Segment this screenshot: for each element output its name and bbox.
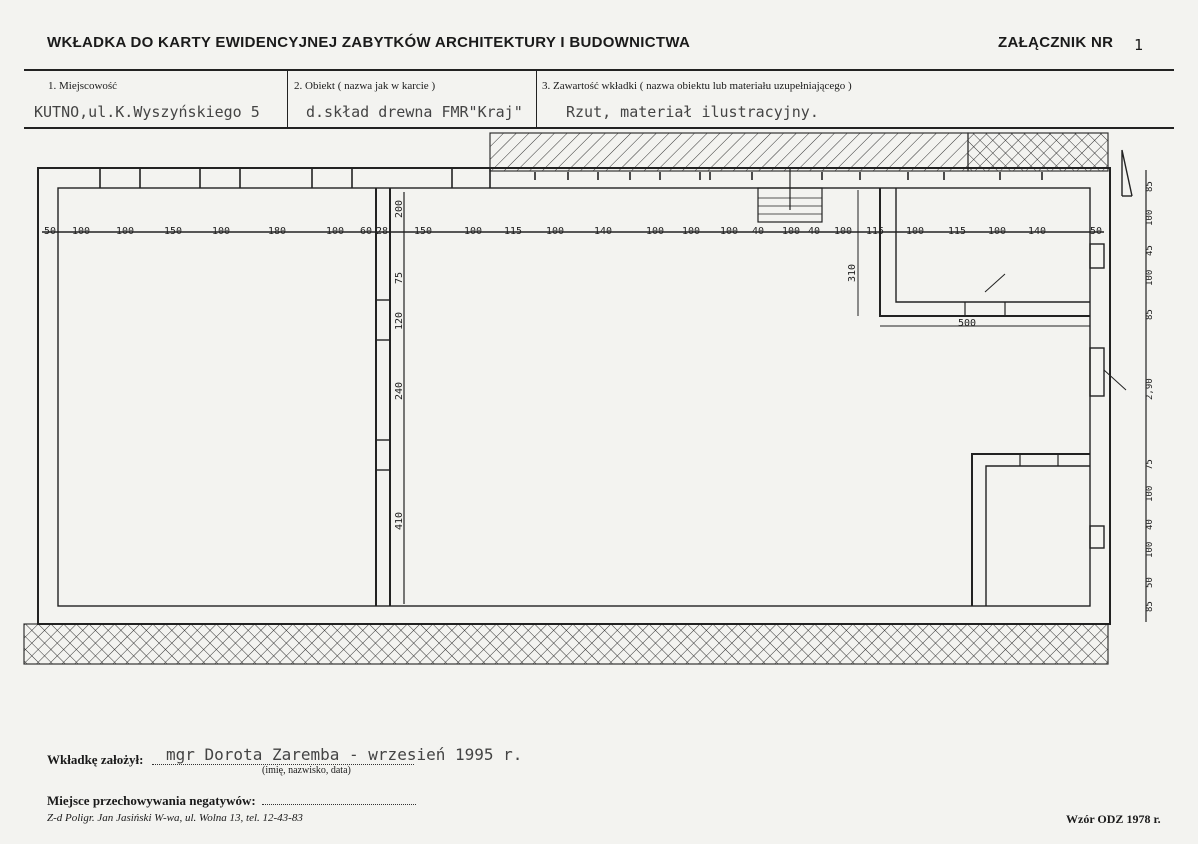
right-dimension-label: 100 [1145, 542, 1155, 558]
top-dimension-label: 40 [808, 226, 820, 237]
room-depth-label: 310 [847, 264, 858, 282]
header-top-rule [24, 69, 1174, 71]
right-dimension-label: 85 [1145, 181, 1155, 192]
top-dimension-label: 115 [504, 226, 522, 237]
top-dimension-label: 150 [414, 226, 432, 237]
top-dimension-labels: 50 100 100 150 100 180 100 60 28 150 100 115 100 140 1… [44, 226, 1102, 237]
top-dimension-label: 100 [906, 226, 924, 237]
negatives-dotted-line [262, 804, 416, 805]
top-windows [99, 168, 1043, 188]
north-arrow-icon [1121, 149, 1133, 197]
right-dimension-label: 75 [1145, 459, 1155, 470]
right-dimension-label: 45 [1145, 245, 1155, 256]
right-dimension-label: 85 [1145, 309, 1155, 320]
right-dimension-labels: 85 100 45 100 85 2,90 75 100 40 100 50 85 [1145, 181, 1155, 612]
middle-dimension-label: 240 [394, 382, 405, 400]
top-dimension-label: 40 [752, 226, 764, 237]
content-label: 3. Zawartość wkładki ( nazwa obiektu lub… [542, 80, 852, 92]
top-dimension-label: 140 [1028, 226, 1046, 237]
printer-imprint: Z-d Poligr. Jan Jasiński W-wa, ul. Wolna… [47, 812, 303, 824]
middle-dimension-label: 410 [394, 512, 405, 530]
field-divider-1 [287, 71, 288, 127]
top-dimension-label: 150 [164, 226, 182, 237]
right-dimension-label: 2,90 [1145, 378, 1155, 400]
content-value: Rzut, materiał ilustracyjny. [566, 103, 819, 121]
top-dimension-label: 100 [326, 226, 344, 237]
founder-value: mgr Dorota Zaremba - wrzesień 1995 r. [166, 745, 523, 764]
right-dimension-label: 85 [1145, 601, 1155, 612]
attachment-label: ZAŁĄCZNIK NR [998, 34, 1114, 51]
right-dimension-label: 100 [1145, 210, 1155, 226]
room-width-label: 500 [958, 318, 976, 329]
top-dimension-label: 60 [360, 226, 372, 237]
top-dimension-label: 100 [212, 226, 230, 237]
right-wall-openings [1089, 243, 1127, 549]
small-room-walls [971, 453, 1090, 606]
founder-dotted-line [152, 764, 414, 765]
top-dimension-label: 100 [464, 226, 482, 237]
top-dimension-label: 50 [44, 226, 56, 237]
top-dimension-label: 100 [72, 226, 90, 237]
right-dimension-label: 50 [1145, 577, 1155, 588]
locality-label: 1. Miejscowość [48, 80, 118, 92]
partition-wall-left [375, 188, 391, 606]
attachment-number: 1 [1134, 36, 1144, 54]
form-model: Wzór ODZ 1978 r. [1066, 812, 1161, 826]
middle-dimension-label: 200 [394, 200, 405, 218]
top-dimension-label: 100 [116, 226, 134, 237]
top-dimension-label: 100 [682, 226, 700, 237]
right-dimension-label: 100 [1145, 486, 1155, 502]
top-dimension-label: 180 [268, 226, 286, 237]
top-dimension-label: 115 [948, 226, 966, 237]
top-dimension-label: 100 [988, 226, 1006, 237]
storage-room-walls [879, 188, 1090, 317]
top-dimension-label: 100 [782, 226, 800, 237]
locality-value: KUTNO,ul.K.Wyszyńskiego 5 [34, 103, 260, 121]
header-bottom-rule [24, 127, 1174, 129]
middle-dimension-label: 120 [394, 312, 405, 330]
stair-treads [758, 168, 822, 215]
top-dimension-label: 100 [646, 226, 664, 237]
object-label: 2. Obiekt ( nazwa jak w karcie ) [294, 80, 436, 92]
top-dimension-label: 115 [866, 226, 884, 237]
top-dimension-label: 50 [1090, 226, 1102, 237]
top-dimension-label: 28 [376, 226, 388, 237]
field-divider-2 [536, 71, 537, 127]
form-title: WKŁADKA DO KARTY EWIDENCYJNEJ ZABYTKÓW A… [47, 34, 691, 51]
hatched-ground-strip [23, 623, 1109, 665]
founder-label: Wkładkę założył: [47, 752, 144, 767]
hatched-adjacent-building [489, 132, 1109, 172]
top-dimension-label: 100 [834, 226, 852, 237]
object-value: d.skład drewna FMR"Kraj" [306, 103, 523, 121]
middle-dimension-labels: 200 75 120 240 410 [394, 200, 405, 530]
right-dimension-label: 100 [1145, 270, 1155, 286]
top-dimension-label: 140 [594, 226, 612, 237]
negatives-label: Miejsce przechowywania negatywów: [47, 793, 256, 808]
right-dimension-label: 40 [1145, 519, 1155, 530]
outer-wall [37, 167, 1111, 625]
top-dimension-label: 100 [720, 226, 738, 237]
founder-caption: (imię, nazwisko, data) [262, 765, 351, 776]
middle-dimension-label: 75 [394, 272, 405, 284]
inner-wall-outline [57, 187, 1091, 607]
top-dimension-label: 100 [546, 226, 564, 237]
